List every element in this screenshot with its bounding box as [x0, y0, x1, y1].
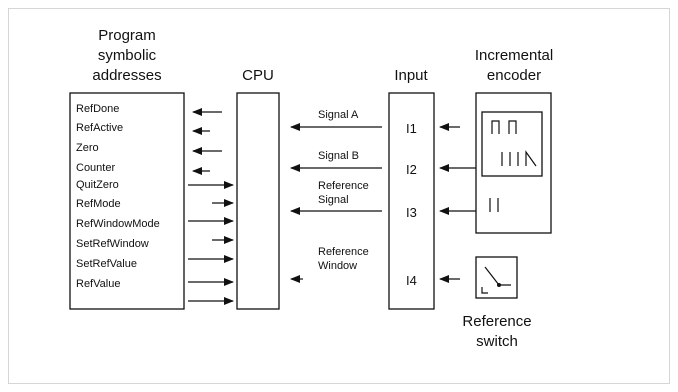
reference-signal-label-line2: Signal: [318, 194, 349, 206]
address-quitzero: QuitZero: [76, 179, 119, 191]
program-heading-line1: Program: [98, 27, 156, 44]
address-refdone: RefDone: [76, 103, 119, 115]
input-i1-label: I1: [406, 121, 417, 136]
input-box: [388, 92, 435, 310]
reference-switch-box: [475, 256, 518, 299]
index-mark-icon: [489, 198, 499, 212]
input-i2-label: I2: [406, 162, 417, 177]
input-i4-label: I4: [406, 273, 417, 288]
signal-a-label: Signal A: [318, 109, 359, 121]
encoder-heading-line1: Incremental: [475, 47, 553, 64]
signal-b-label: Signal B: [318, 150, 359, 162]
switch-contact-icon: [497, 283, 501, 287]
address-refmode: RefMode: [76, 198, 121, 210]
address-setrefwindow: SetRefWindow: [76, 238, 149, 250]
reference-signal-label-line1: Reference: [318, 180, 369, 192]
cpu-heading: CPU: [242, 67, 274, 84]
address-refwindowmode: RefWindowMode: [76, 218, 160, 230]
address-refactive: RefActive: [76, 122, 123, 134]
address-setrefvalue: SetRefValue: [76, 258, 137, 270]
counter-bars-icon: [501, 150, 537, 167]
pulse-train-icon: [491, 120, 517, 134]
program-addresses-box: [69, 92, 185, 310]
program-heading-line2: symbolic: [98, 47, 157, 64]
address-counter: Counter: [76, 162, 115, 174]
cpu-box: [236, 92, 280, 310]
address-refvalue: RefValue: [76, 278, 120, 290]
input-i3-label: I3: [406, 205, 417, 220]
reference-switch-label-line1: Reference: [462, 313, 531, 330]
address-zero: Zero: [76, 142, 99, 154]
program-heading-line3: addresses: [92, 67, 161, 84]
reference-switch-label-line2: switch: [476, 333, 518, 350]
reference-window-label-line2: Window: [318, 260, 357, 272]
encoder-heading-line2: encoder: [487, 67, 541, 84]
reference-window-label-line1: Reference: [318, 246, 369, 258]
input-heading: Input: [394, 67, 428, 84]
